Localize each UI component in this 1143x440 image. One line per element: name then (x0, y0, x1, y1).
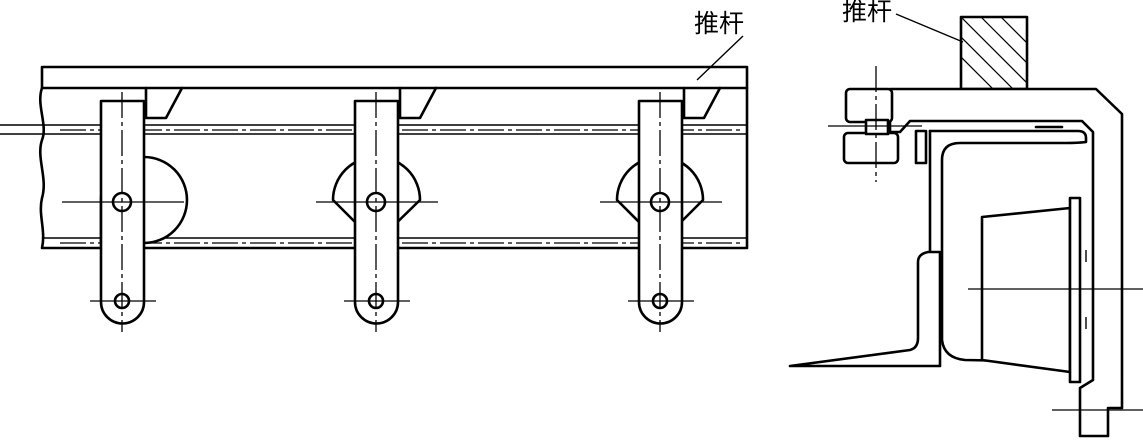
trolley-1 (62, 86, 189, 332)
base-angle (788, 250, 942, 368)
stop-plate (914, 129, 928, 165)
pusher-dog (682, 86, 722, 120)
pusher-dog (398, 86, 438, 120)
lower-roller (842, 131, 900, 165)
side-view: 推杆 (0, 9, 749, 332)
push-rod-bar (40, 65, 749, 90)
section-hatch (961, 17, 1027, 89)
wheel-hub (1068, 196, 1082, 384)
wheel-right-half (143, 155, 189, 245)
upper-roller (844, 87, 894, 124)
leader-line-left (696, 35, 744, 81)
rail-web (39, 86, 749, 250)
push-rod-label-left: 推杆 (694, 9, 744, 38)
section-view: 推杆 (788, 0, 1143, 438)
trolley-2 (316, 86, 438, 332)
rail-profile (928, 129, 1088, 364)
trolley-3 (600, 86, 722, 332)
push-rod-label-right: 推杆 (842, 0, 892, 26)
leader-line-right (895, 13, 964, 43)
hanger-bracket (888, 87, 1124, 438)
push-rod-section (959, 15, 1029, 91)
wheel-section (980, 206, 1072, 374)
pusher-dog (144, 86, 184, 120)
roller-bolt (864, 118, 890, 136)
